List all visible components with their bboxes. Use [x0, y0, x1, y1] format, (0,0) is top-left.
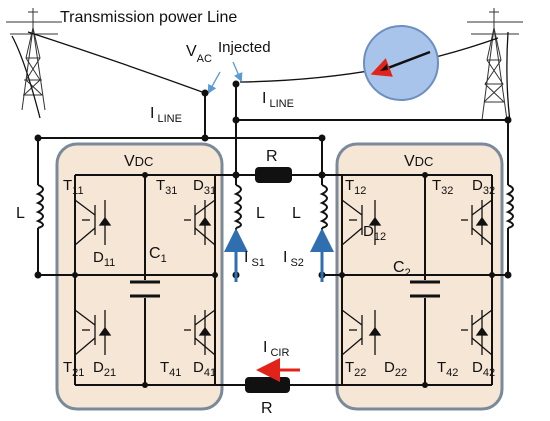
switch-t42 — [461, 309, 493, 356]
resistor-bottom — [245, 377, 290, 393]
vac-label: VAC — [186, 43, 212, 65]
junction-dots — [34, 80, 512, 388]
resistor-top-label: R — [266, 148, 278, 165]
meter-needle-arrow — [370, 50, 431, 77]
bus-wires — [37, 84, 509, 386]
label-t41: T41 — [160, 359, 181, 379]
inductor-inner-right — [319, 184, 328, 229]
right-tower — [467, 8, 523, 121]
inductor-outer-left — [35, 184, 44, 229]
label-d22: D22 — [384, 359, 407, 379]
switch-t22 — [341, 309, 382, 356]
vdc-right-label: VDC — [404, 153, 433, 170]
label-t22: T22 — [345, 359, 366, 379]
label-t32: T32 — [432, 177, 453, 197]
capacitor-c2 — [410, 280, 440, 298]
label-t12: T12 — [345, 177, 366, 197]
label-d32: D32 — [472, 177, 495, 197]
switch-t41 — [184, 309, 216, 356]
label-d12: D12 — [363, 223, 386, 243]
label-d11: D11 — [93, 249, 115, 269]
label-d21: D21 — [93, 359, 116, 379]
inductor-outer-right — [505, 184, 514, 229]
switch-t12 — [341, 199, 382, 246]
vdc-left-label: VDC — [124, 153, 153, 170]
resistor-bottom-label: R — [261, 400, 273, 417]
title-label: Transmission power Line — [60, 9, 237, 26]
left-converter-panel — [55, 142, 224, 411]
label-t21: T21 — [63, 359, 84, 379]
injected-arrow — [232, 61, 243, 83]
right-converter-panel — [335, 142, 504, 411]
transmission-line-left — [27, 31, 206, 94]
capacitor-c1 — [130, 280, 160, 298]
label-c2: C2 — [393, 259, 411, 279]
line-sag-wires — [11, 31, 511, 123]
label-d31: D31 — [193, 177, 216, 197]
label-c1: C1 — [149, 245, 167, 265]
label-t31: T31 — [156, 177, 177, 197]
resistor-top — [255, 167, 292, 183]
label-t11: T11 — [63, 177, 84, 197]
inductor-inner-left-label: L — [256, 205, 265, 222]
label-d42: D42 — [472, 359, 495, 379]
switch-t11 — [74, 199, 112, 246]
label-t42: T42 — [437, 359, 458, 379]
inductor-outer-left-label: L — [16, 205, 25, 222]
label-d41: D41 — [193, 359, 216, 379]
inductor-inner-left — [233, 184, 242, 229]
inductor-inner-right-label: L — [292, 205, 301, 222]
switch-t21 — [74, 309, 112, 356]
injected-label: Injected — [218, 39, 271, 56]
switch-t32 — [461, 199, 493, 246]
vac-arrow — [207, 71, 221, 94]
switch-t31 — [184, 199, 216, 246]
